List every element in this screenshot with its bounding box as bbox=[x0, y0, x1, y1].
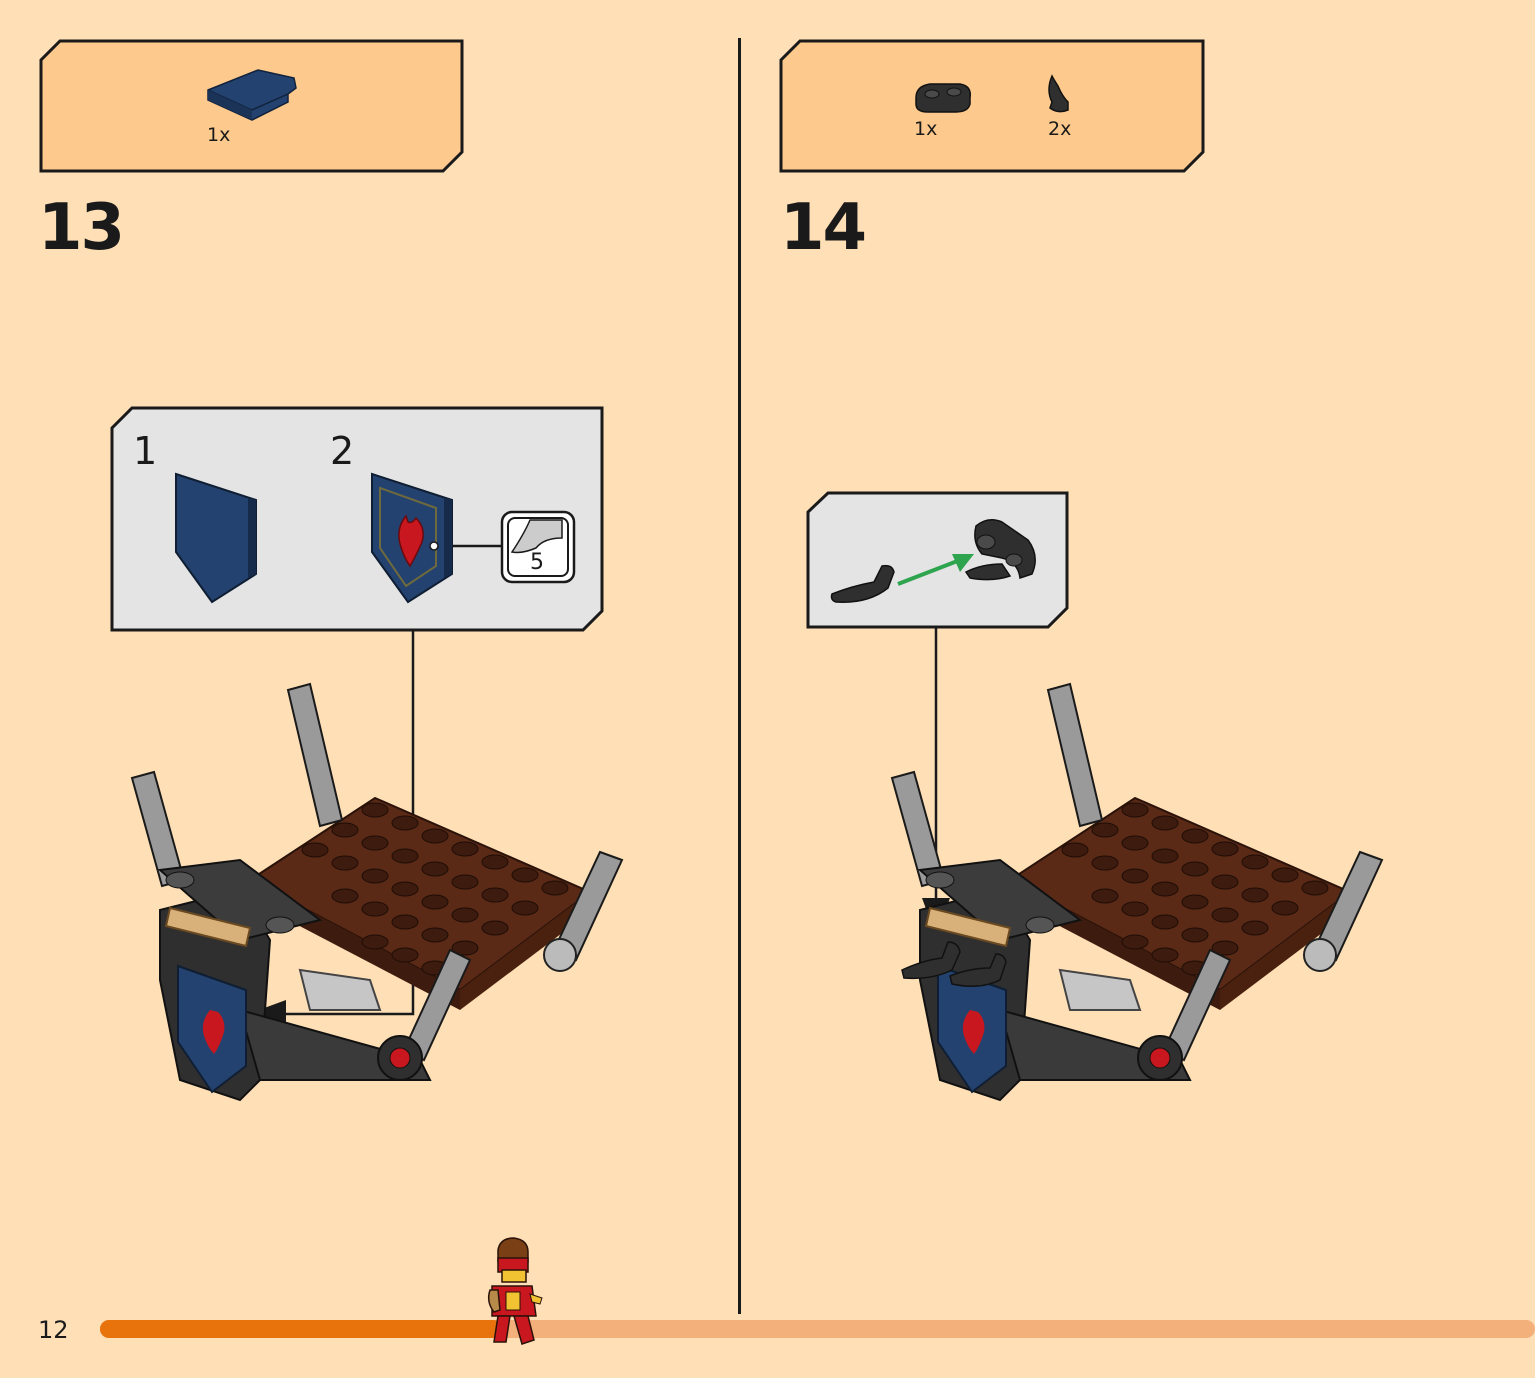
black-plate-1x2-rounded-icon bbox=[915, 83, 972, 113]
black-horn-icon bbox=[830, 564, 895, 603]
shield-tile-plain-icon bbox=[175, 472, 257, 604]
dark-blue-shield-tile-icon bbox=[207, 69, 297, 121]
step-number: 14 bbox=[780, 191, 867, 265]
sticker-sheet-icon bbox=[500, 510, 576, 584]
part-qty: 1x bbox=[914, 118, 938, 140]
black-horn-icon bbox=[1048, 74, 1069, 113]
part-qty: 1x bbox=[207, 124, 231, 146]
shield-tile-decorated-icon bbox=[371, 472, 453, 604]
page-divider bbox=[738, 38, 741, 1314]
part-qty: 2x bbox=[1048, 118, 1072, 140]
step-number: 13 bbox=[38, 191, 125, 265]
page-number: 12 bbox=[38, 1316, 69, 1344]
model-assembly-step-13-image bbox=[130, 682, 624, 1102]
green-attach-arrow-icon bbox=[897, 554, 974, 586]
black-plate-horn-assembly-icon bbox=[964, 519, 1036, 581]
sticker-number: 5 bbox=[530, 550, 544, 575]
progress-fill bbox=[100, 1320, 502, 1338]
substep-number: 1 bbox=[133, 429, 158, 473]
model-assembly-step-14-image bbox=[890, 682, 1384, 1102]
parts-callout-frame bbox=[779, 39, 1205, 173]
minifigure-progress-marker-icon bbox=[487, 1237, 543, 1345]
substep-number: 2 bbox=[330, 429, 355, 473]
